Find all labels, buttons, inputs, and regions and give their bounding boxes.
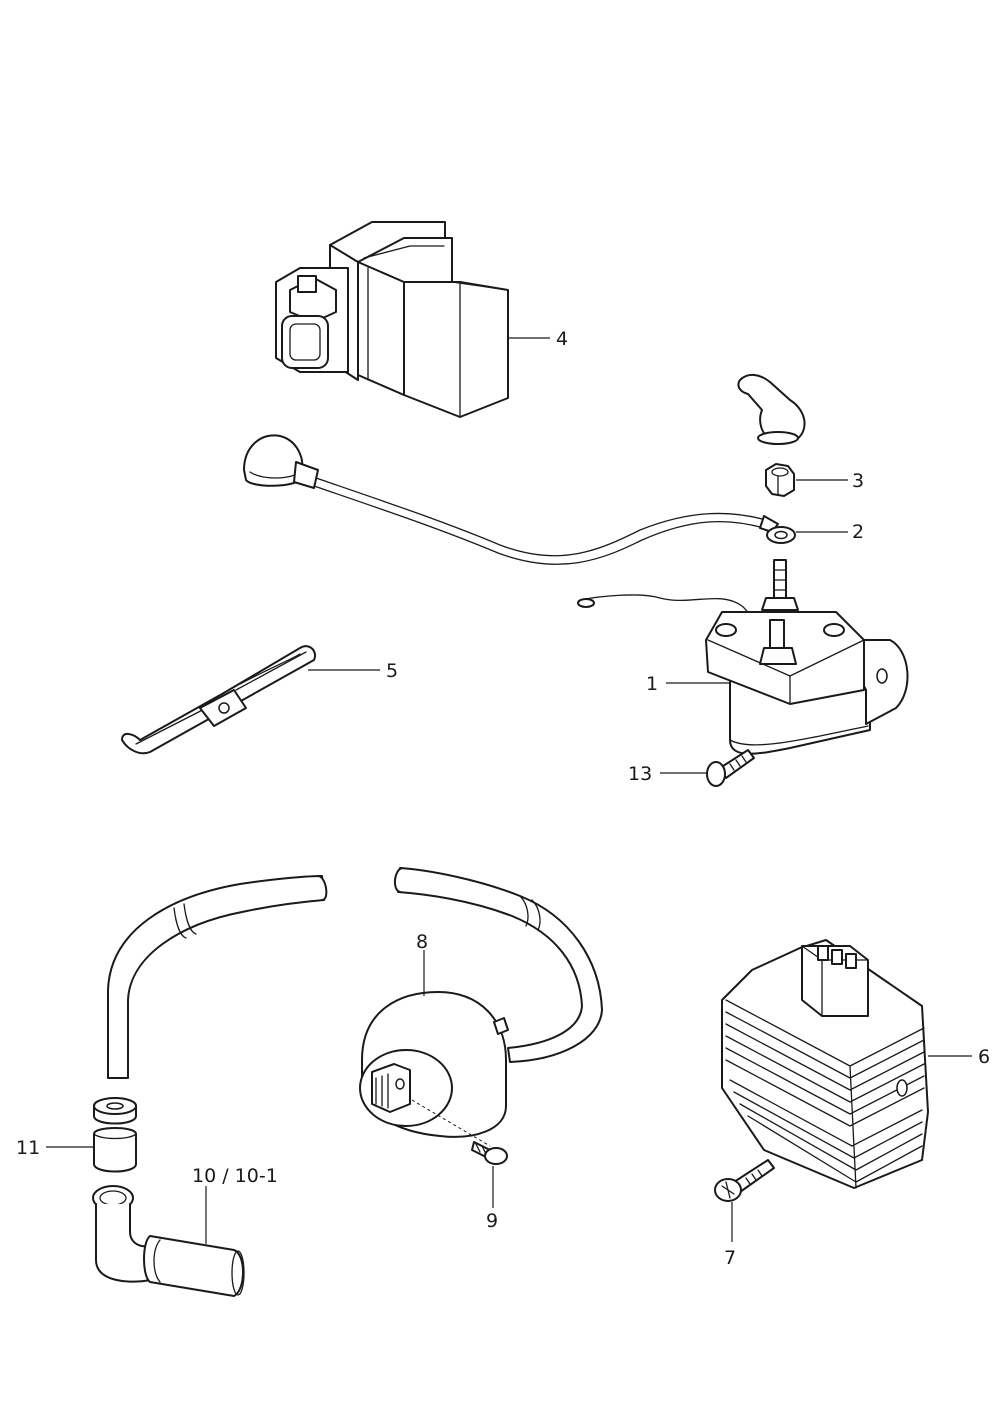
callout-5: 5 — [386, 660, 398, 682]
nut-icon — [737, 374, 806, 497]
callout-6: 6 — [978, 1046, 990, 1068]
relay-connector-icon — [275, 221, 509, 418]
callout-10: 10 / 10-1 — [192, 1165, 278, 1187]
callout-4: 4 — [556, 328, 568, 350]
spark-plug-cap-icon — [92, 1185, 245, 1297]
callout-9: 9 — [486, 1210, 498, 1232]
regulator-screw-icon — [714, 1159, 775, 1202]
cable-clip-icon — [121, 645, 316, 755]
battery-cable-icon — [243, 434, 796, 565]
starter-relay-icon — [577, 559, 909, 755]
callout-7: 7 — [724, 1247, 736, 1269]
callout-1: 1 — [646, 673, 658, 695]
voltage-regulator-icon — [721, 939, 929, 1189]
ignition-coil-icon — [107, 867, 603, 1147]
coil-screw-icon — [471, 1141, 508, 1165]
callout-3: 3 — [852, 470, 864, 492]
grommet-icon — [93, 1097, 137, 1173]
callout-2: 2 — [852, 521, 864, 543]
callout-8: 8 — [416, 931, 428, 953]
relay-screw-icon — [706, 749, 755, 787]
callout-13: 13 — [628, 763, 652, 785]
callout-11: 11 — [16, 1137, 40, 1159]
